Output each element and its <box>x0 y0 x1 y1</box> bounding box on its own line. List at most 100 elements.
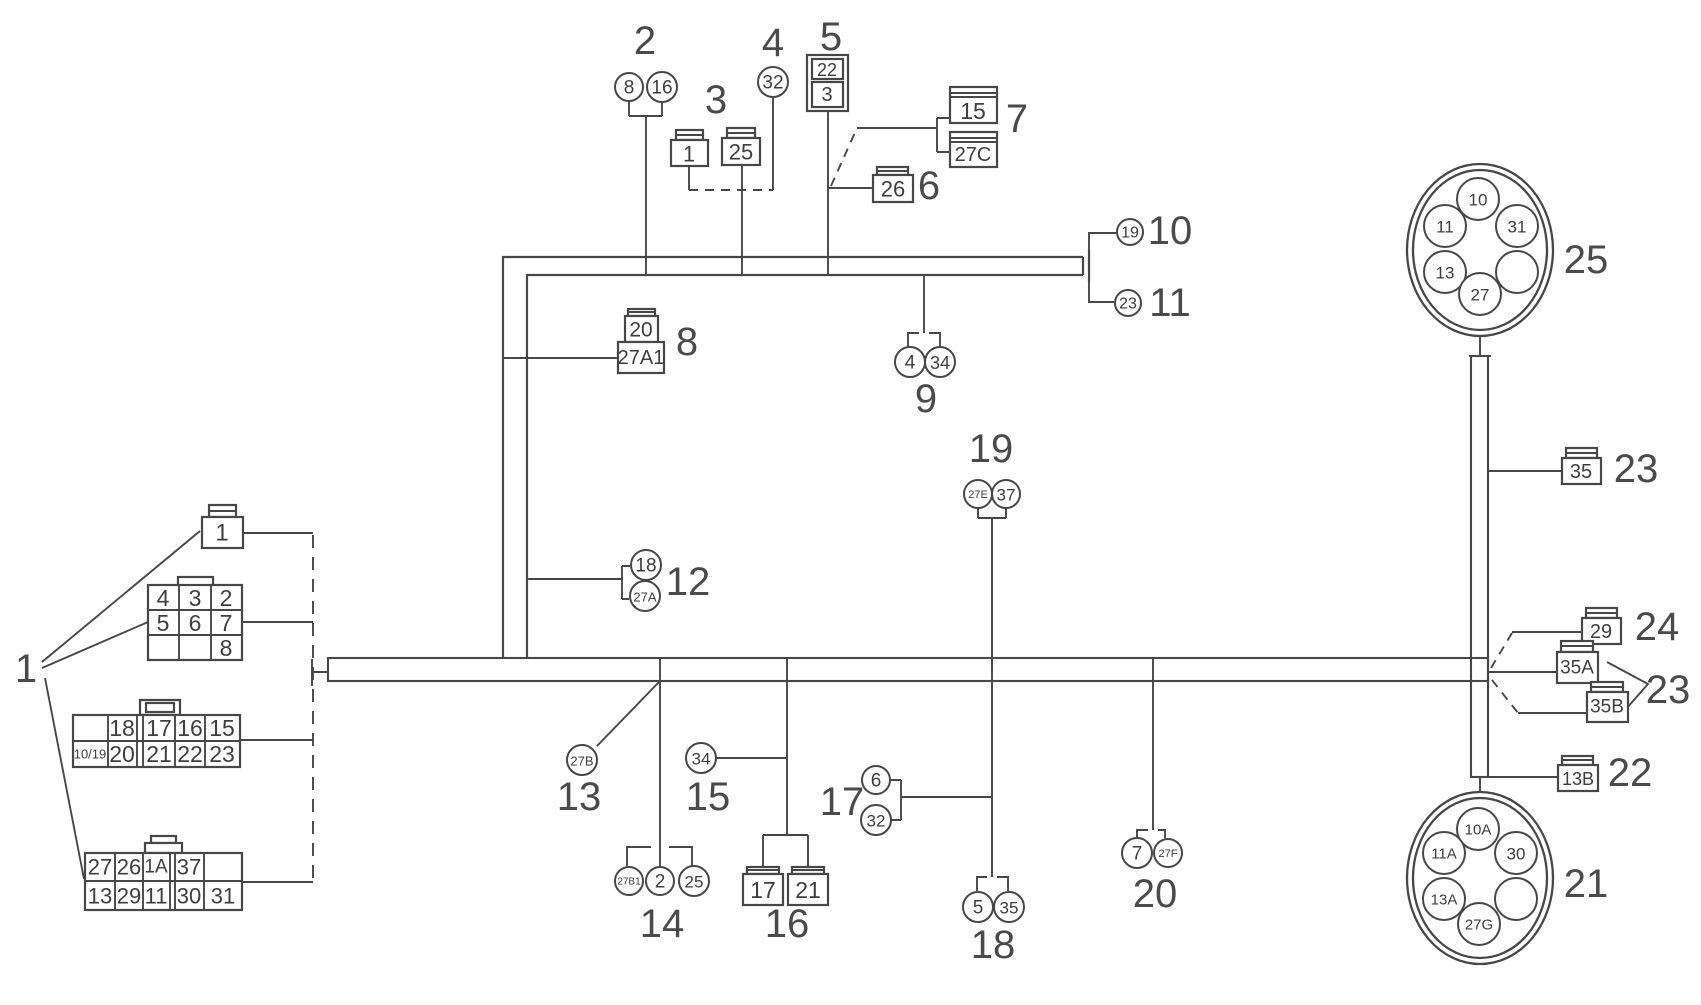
pin-27G: 27G <box>1465 917 1493 934</box>
callout-6: 6 <box>918 164 940 208</box>
grid-cell: 7 <box>220 610 233 636</box>
terminal-32b: 32 <box>867 812 886 831</box>
terminal-37: 37 <box>997 486 1016 505</box>
callout-8: 8 <box>676 320 698 364</box>
terminal-34b: 34 <box>692 750 711 769</box>
harness-right-bar <box>1469 336 1491 792</box>
pin-blank <box>1494 877 1538 921</box>
callout-7: 7 <box>1006 97 1028 141</box>
round-connector-25: 10 11 31 13 27 <box>1405 162 1555 338</box>
box-27A1: 27A1 <box>618 347 665 369</box>
callout-13: 13 <box>557 775 602 819</box>
mid-cell: 17 <box>146 715 172 741</box>
bottom-cell: 27 <box>88 855 112 880</box>
pin-10: 10 <box>1469 191 1488 210</box>
item-4-terminal: 32 <box>757 66 789 98</box>
mid-cell: 20 <box>109 741 135 767</box>
wire-item23b-diag <box>1491 679 1519 714</box>
bottom-cell: 37 <box>177 855 201 880</box>
box-29: 29 <box>1590 621 1612 643</box>
box-17: 17 <box>750 877 776 903</box>
wire-item12 <box>527 565 630 600</box>
box-5-bottom: 3 <box>821 84 832 106</box>
terminal-25: 25 <box>685 873 704 892</box>
callout-24: 24 <box>1635 605 1680 649</box>
item-23-single-box: 35 <box>1560 446 1603 486</box>
wire-item3-4 <box>688 97 774 275</box>
box-15: 15 <box>960 98 986 124</box>
grid-cell: 3 <box>189 585 202 611</box>
callout-9: 9 <box>915 377 937 421</box>
item-24-box: 29 <box>1580 606 1623 646</box>
pin-13: 13 <box>1436 264 1455 283</box>
wire-item15-16 <box>716 658 809 866</box>
wire-item14 <box>626 658 693 866</box>
box-35: 35 <box>1570 461 1592 483</box>
callout-1: 1 <box>15 647 37 691</box>
callout-21: 21 <box>1564 862 1609 906</box>
box-13B: 13B <box>1562 769 1594 789</box>
terminal-5: 5 <box>973 898 984 919</box>
item-8-boxes: 20 27A1 <box>616 307 666 375</box>
terminal-27B: 27B <box>570 754 593 769</box>
wires <box>41 97 1650 891</box>
round-connector-21: 10A 11A 30 13A 27G <box>1405 790 1555 966</box>
item-6-box: 26 <box>871 165 915 204</box>
grid-cell: 8 <box>220 635 233 661</box>
terminal-32: 32 <box>762 73 783 94</box>
callout-23-pair: 23 <box>1646 668 1691 712</box>
bottom-cell: 13 <box>88 884 112 909</box>
pin-30: 30 <box>1507 845 1526 864</box>
mid-cell: 18 <box>109 715 135 741</box>
item-17-terminals: 6 32 <box>860 765 892 836</box>
grid-cell: 2 <box>220 585 233 611</box>
terminal-35: 35 <box>1000 899 1019 918</box>
item-2-terminals: 8 16 <box>614 71 678 103</box>
mid-cell: 10/19 <box>74 747 107 762</box>
grid-connector-3x3: 4 3 2 5 6 7 8 <box>146 575 244 662</box>
item-22-box: 13B <box>1556 754 1600 793</box>
callout-25: 25 <box>1564 238 1609 282</box>
terminal-16: 16 <box>651 78 672 99</box>
item-12-terminals: 18 27A <box>629 549 662 612</box>
wire-item17 <box>890 779 992 821</box>
grid-cell: 5 <box>157 610 170 636</box>
callout-20: 20 <box>1133 872 1178 916</box>
bottom-cell: 29 <box>117 884 141 909</box>
wire-item19-18 <box>976 508 1009 891</box>
callout-16: 16 <box>765 902 810 946</box>
callout-18: 18 <box>971 923 1016 967</box>
bottom-connector-2x5: 27 26 1A 37 13 29 11 30 31 <box>83 834 244 912</box>
box-3-left: 1 <box>683 142 695 167</box>
item-5-connector: 22 3 <box>805 53 850 113</box>
callout-15: 15 <box>686 775 731 819</box>
left-single-box-label: 1 <box>215 520 228 547</box>
callout-19: 19 <box>969 427 1014 471</box>
item-15-terminal: 34 <box>685 742 717 774</box>
wire-item13 <box>596 681 660 747</box>
item-10-11-terminals: 19 23 <box>1114 218 1144 317</box>
box-35B: 35B <box>1590 697 1624 718</box>
terminal-7: 7 <box>1132 844 1143 865</box>
terminal-19: 19 <box>1121 225 1139 242</box>
pin-31: 31 <box>1508 218 1527 237</box>
mid-cell: 16 <box>177 715 203 741</box>
item-13-terminal: 27B <box>566 744 598 776</box>
bottom-cell: 30 <box>177 884 201 909</box>
item-18-terminals: 5 35 <box>962 891 1025 923</box>
mid-cell: 22 <box>177 741 203 767</box>
terminal-18: 18 <box>635 556 656 577</box>
pair-leader-23 <box>1606 661 1650 710</box>
callout-10: 10 <box>1148 209 1193 253</box>
box-26: 26 <box>881 177 905 202</box>
mid-cell: 15 <box>209 715 235 741</box>
bottom-cell: 1A <box>144 857 168 878</box>
wire-item10-11 <box>1088 232 1116 303</box>
item-3-boxes: 1 25 <box>669 126 762 168</box>
bottom-cell: 31 <box>211 884 235 909</box>
box-5-top: 22 <box>817 60 837 80</box>
terminal-27B1: 27B1 <box>617 877 641 888</box>
item-20-terminals: 7 27F <box>1121 837 1183 869</box>
callout-2: 2 <box>634 19 656 63</box>
wire-item24-diag <box>1490 632 1513 669</box>
